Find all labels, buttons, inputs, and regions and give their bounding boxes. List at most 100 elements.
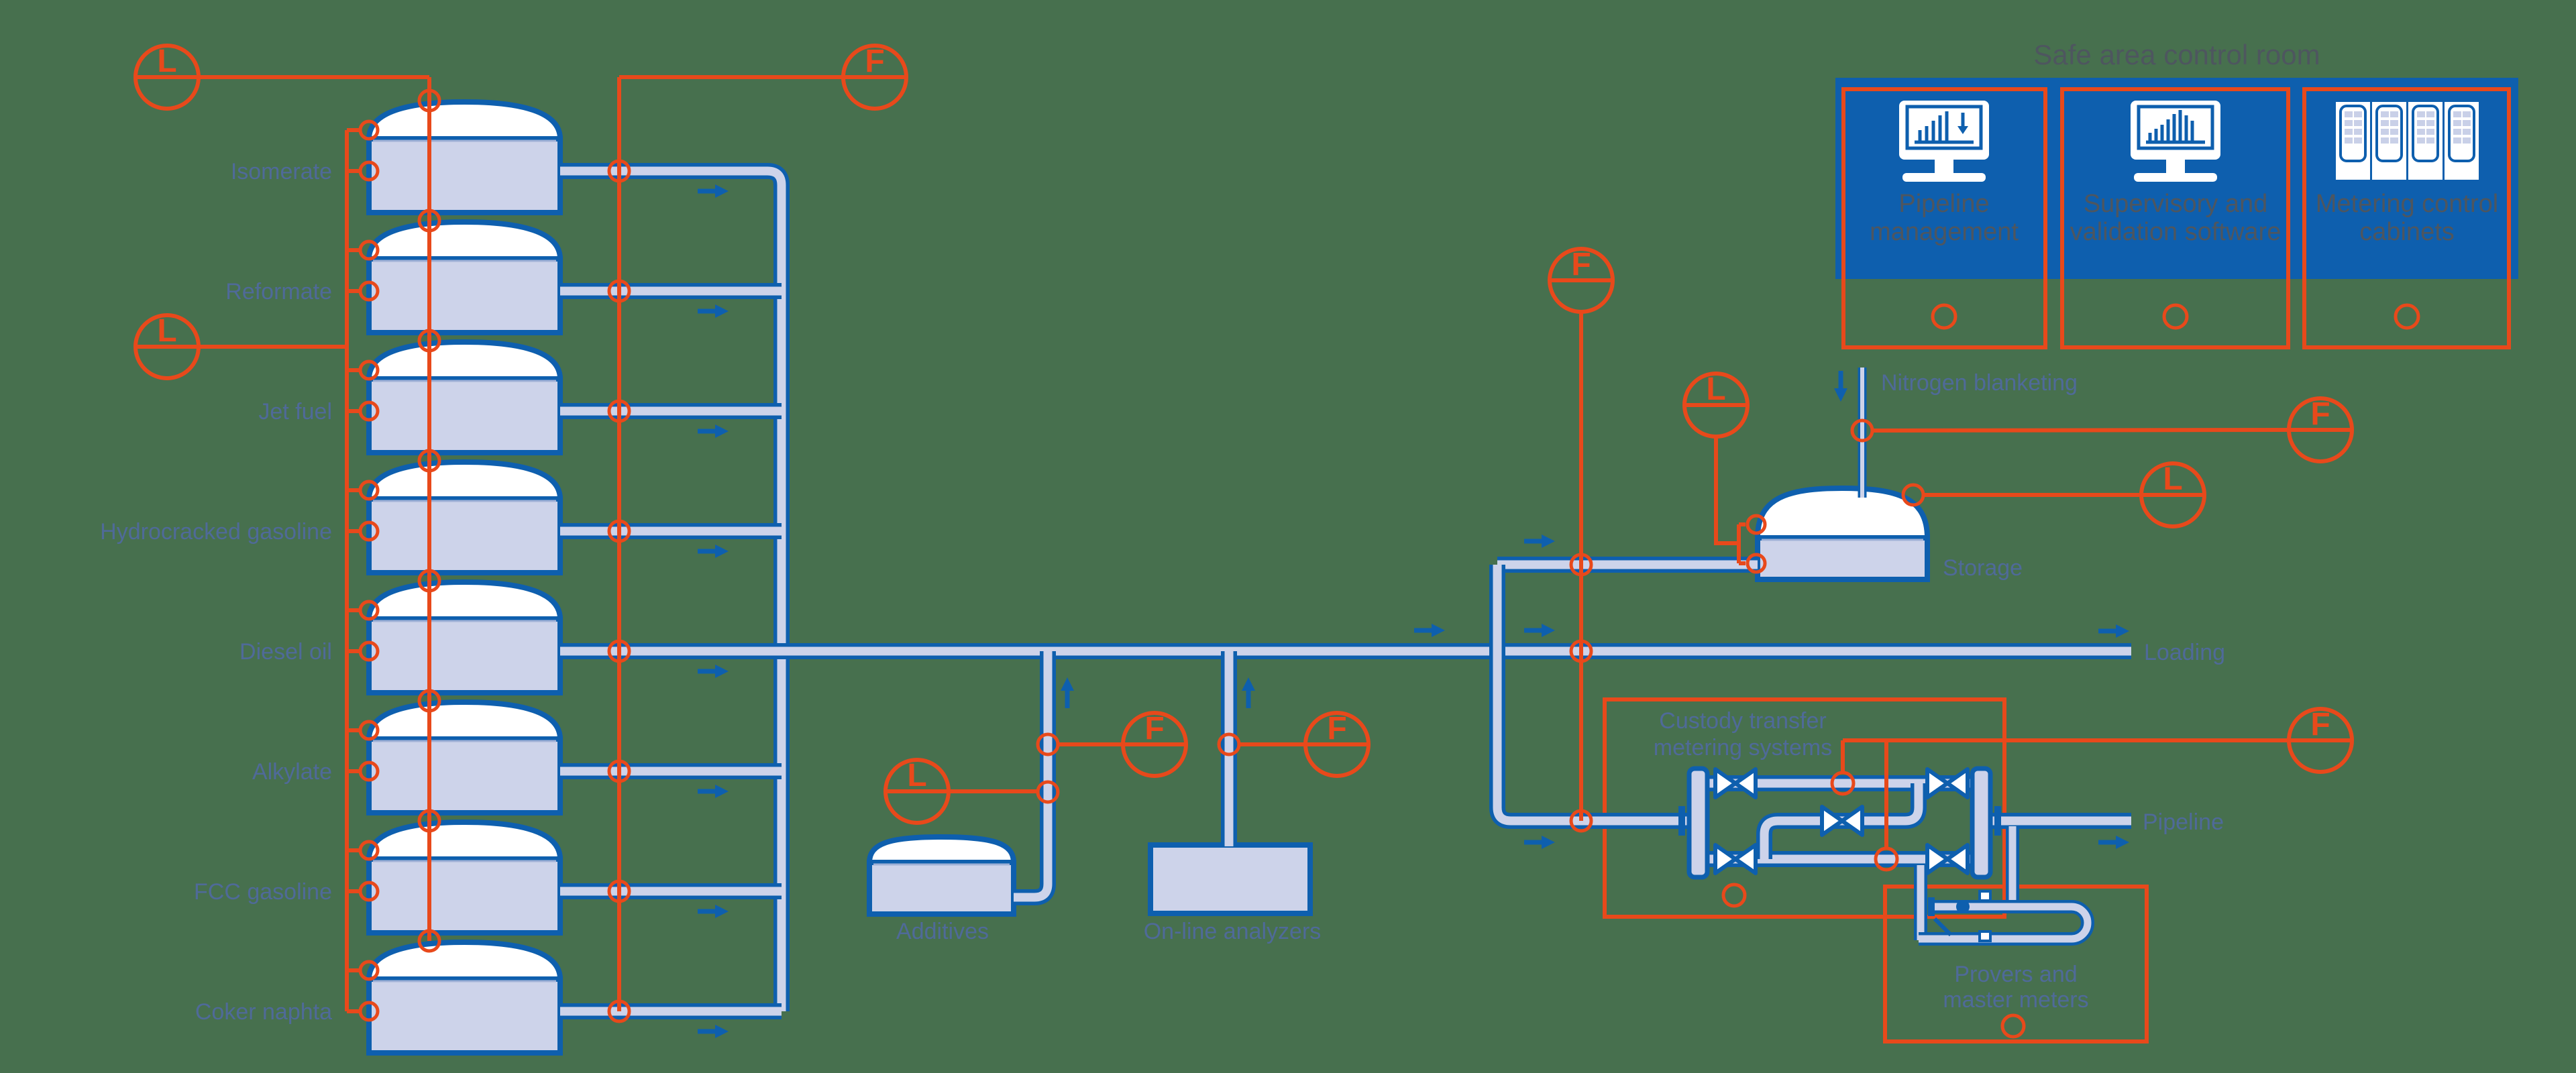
- panel-label: Metering control: [2316, 190, 2498, 218]
- svg-text:F: F: [1144, 711, 1164, 746]
- tank-diesel: [369, 582, 560, 693]
- provers-label: master meters: [1943, 987, 2088, 1013]
- valves: [1715, 769, 1992, 942]
- panel-label: validation software: [2070, 218, 2282, 246]
- svg-text:F: F: [1327, 711, 1346, 746]
- panel-port-circle: [2162, 303, 2189, 330]
- panel-pipeline-management-box: [1841, 87, 2047, 349]
- tank-coker: [369, 942, 560, 1053]
- panel-label: Supervisory and: [2084, 190, 2268, 218]
- flow-arrow: [698, 665, 729, 678]
- skid-left-header: [1686, 766, 1710, 880]
- flow-arrow: [698, 905, 729, 918]
- tank-label: Isomerate: [231, 159, 332, 184]
- panel-label: Pipeline: [1898, 190, 1989, 218]
- analyzers-label: On-line analyzers: [1144, 919, 1322, 944]
- field-labels: Isomerate Reformate Jet fuel Hydrocracke…: [100, 159, 2225, 1025]
- flow-arrow: [698, 785, 729, 798]
- panel-label: cabinets: [2359, 218, 2455, 246]
- tank-label: Diesel oil: [239, 639, 332, 665]
- provers-port-circle: [2000, 1013, 2026, 1039]
- valve-icon: [1822, 807, 1862, 835]
- level-instrument: L: [883, 758, 951, 825]
- storage-label: Storage: [1943, 555, 2023, 581]
- svg-text:F: F: [2310, 396, 2330, 432]
- pipeline-label: Pipeline: [2143, 809, 2224, 835]
- control-room-title: Safe area control room: [2033, 39, 2320, 70]
- panel-port-circle: [1931, 303, 1957, 330]
- svg-text:F: F: [1571, 247, 1591, 282]
- svg-text:L: L: [907, 758, 926, 793]
- inlet-flange: [1678, 806, 1685, 836]
- tank-isomerate: [369, 102, 560, 213]
- flow-arrow: [1524, 534, 1555, 548]
- flow-instrument: F: [1121, 711, 1188, 778]
- provers-label: Provers and: [1954, 962, 2077, 987]
- tank-label: Jet fuel: [258, 399, 332, 425]
- flow-arrow: [698, 304, 729, 318]
- flow-arrow: [1414, 624, 1445, 637]
- valve-icon: [1927, 845, 1968, 873]
- flow-arrow: [1524, 624, 1555, 637]
- online-analyzers-box: [1148, 842, 1313, 916]
- flow-instrument: F: [2287, 396, 2354, 463]
- svg-text:L: L: [157, 44, 176, 79]
- tank-label: Hydrocracked gasoline: [100, 519, 332, 545]
- control-room: Safe area control room Pipeline manageme…: [1835, 39, 2518, 349]
- custody-transfer-label: metering systems: [1654, 735, 1832, 760]
- prover-ball: [1956, 900, 1970, 913]
- instrument-lines: [198, 75, 2290, 1023]
- svg-text:L: L: [2163, 461, 2182, 497]
- svg-text:F: F: [2310, 707, 2330, 742]
- flow-instrument: F: [1548, 247, 1615, 314]
- additives-tank: [866, 834, 1017, 917]
- flow-arrow: [698, 184, 729, 198]
- svg-text:L: L: [157, 313, 176, 349]
- flow-arrow: [698, 1025, 729, 1038]
- prover-valve-tick: [1933, 917, 1953, 937]
- flow-instrument: F: [841, 44, 908, 111]
- flow-arrow: [698, 545, 729, 558]
- loading-label: Loading: [2144, 640, 2225, 665]
- tank-fcc: [369, 822, 560, 933]
- tank-reformate: [369, 222, 560, 333]
- flow-instrument: F: [1303, 711, 1371, 778]
- outlet-flange: [1994, 806, 2001, 836]
- instrument-bubbles: L L F F L F F L: [133, 44, 2354, 825]
- panel-supervisory-box: [2060, 87, 2290, 349]
- storage-tank: [1754, 485, 1931, 582]
- svg-text:F: F: [865, 44, 884, 79]
- valve-icon: [1927, 769, 1968, 797]
- flow-instrument: F: [2287, 707, 2354, 774]
- valve-icon: [1715, 845, 1756, 873]
- panel-port-circle: [2394, 303, 2420, 330]
- panel-metering-cabinets-box: [2302, 87, 2511, 349]
- flow-arrow-up: [1061, 677, 1074, 708]
- detector-switch: [1978, 930, 1992, 942]
- tank-label: Alkylate: [252, 759, 332, 785]
- flow-arrow-loading: [2098, 624, 2129, 638]
- tank-label: Reformate: [225, 279, 332, 304]
- tank-alkylate: [369, 702, 560, 813]
- tank-label: FCC gasoline: [194, 879, 332, 905]
- panel-label: management: [1870, 218, 2019, 246]
- nitrogen-label: Nitrogen blanketing: [1881, 370, 2078, 396]
- nitrogen-arrow-down: [1834, 371, 1847, 402]
- custody-port-circle: [1721, 883, 1747, 908]
- additives-label: Additives: [896, 919, 989, 944]
- tank-hydrocracked: [369, 462, 560, 573]
- tank-jet-fuel: [369, 342, 560, 453]
- level-instrument: L: [2139, 461, 2206, 528]
- metering-area-boxes: Custody transfer metering systems Prover…: [1603, 697, 2149, 1043]
- level-instrument: L: [133, 44, 201, 111]
- valve-icon: [1715, 769, 1756, 797]
- tank-label: Coker naphta: [195, 999, 332, 1025]
- flow-arrow: [698, 425, 729, 438]
- skid-right-header: [1970, 766, 1993, 880]
- svg-text:L: L: [1706, 372, 1725, 407]
- prover-end-cap: [1928, 897, 1935, 916]
- flow-arrow: [1524, 836, 1555, 849]
- blending-tanks: [369, 102, 560, 1053]
- level-instrument: L: [1682, 372, 1750, 439]
